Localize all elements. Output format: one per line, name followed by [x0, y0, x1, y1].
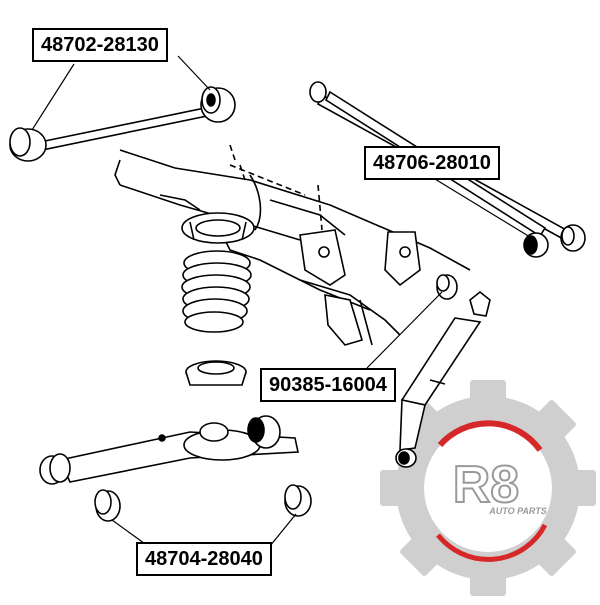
shock-absorber: [395, 274, 491, 468]
r8-logo: R8 AUTO PARTS: [380, 380, 596, 596]
coil-spring: [181, 212, 255, 386]
part-label-shock-absorber-bushing[interactable]: 90385-16004: [260, 368, 396, 402]
part-label-lateral-control-rod[interactable]: 48706-28010: [364, 146, 500, 180]
upper-control-arm: [9, 86, 236, 162]
part-label-lower-control-arm-bushing[interactable]: 48704-28040: [136, 542, 272, 576]
axle-brackets: [299, 229, 421, 346]
lower-control-arm: [39, 415, 312, 522]
logo-tagline: AUTO PARTS: [488, 506, 547, 516]
part-label-upper-control-arm[interactable]: 48702-28130: [32, 28, 168, 62]
logo-mark: R8: [453, 456, 519, 514]
leader-lines: [31, 55, 531, 547]
